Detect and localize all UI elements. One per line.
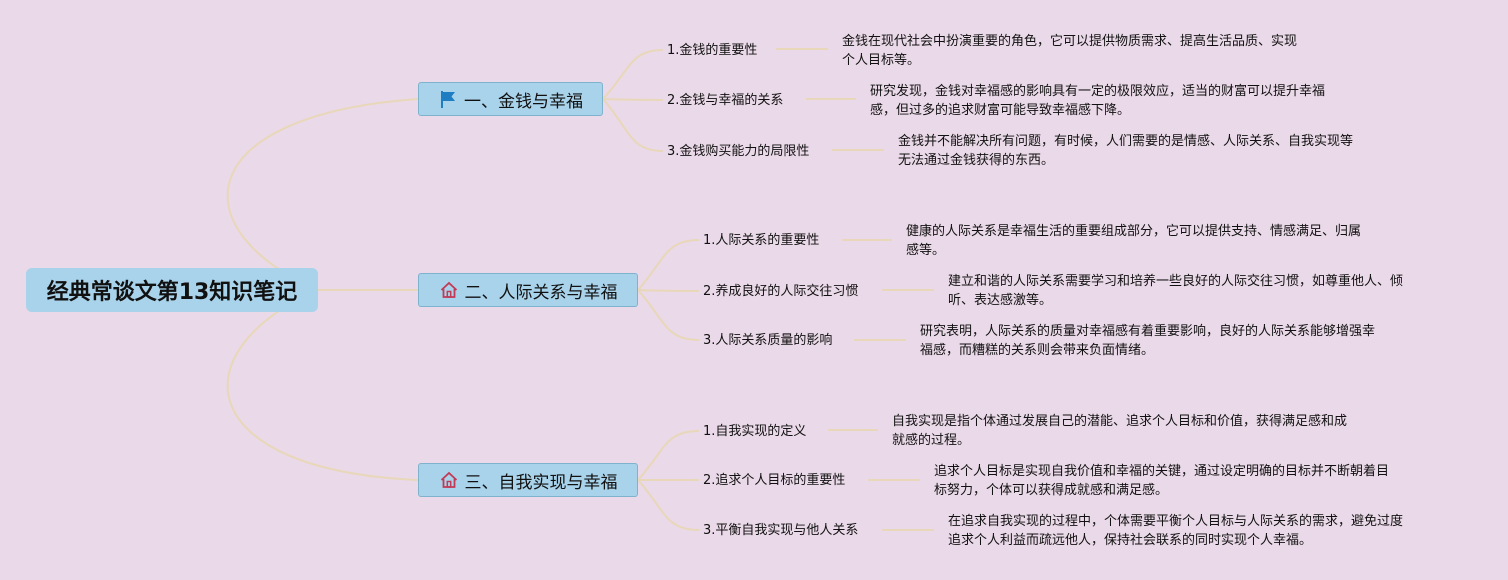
subtopic-personal-goals[interactable]: 2.追求个人目标的重要性 xyxy=(703,473,846,488)
subtopic-relationship-importance[interactable]: 1.人际关系的重要性 xyxy=(703,233,820,248)
connector-line xyxy=(637,289,700,341)
connector-line xyxy=(637,239,700,291)
subtopic-good-habits[interactable]: 2.养成良好的人际交往习惯 xyxy=(703,284,859,299)
topic-label: 二、人际关系与幸福 xyxy=(464,282,618,303)
connector-line xyxy=(602,49,664,100)
flag-icon xyxy=(438,89,458,109)
detail-self-definition: 自我实现是指个体通过发展自己的潜能、追求个人目标和价值，获得满足感和成 就感的过… xyxy=(892,414,1348,448)
connector-line xyxy=(226,98,419,291)
root-topic[interactable]: 经典常谈文第13知识笔记 xyxy=(26,268,318,312)
subtopic-money-importance[interactable]: 1.金钱的重要性 xyxy=(667,43,758,58)
subtopic-money-relation[interactable]: 2.金钱与幸福的关系 xyxy=(667,93,784,108)
home-icon xyxy=(439,470,459,490)
detail-balance-relations: 在追求自我实现的过程中，个体需要平衡个人目标与人际关系的需求，避免过度 追求个人… xyxy=(948,514,1404,548)
detail-money-importance: 金钱在现代社会中扮演重要的角色，它可以提供物质需求、提高生活品质、实现 个人目标… xyxy=(842,34,1298,68)
topic-label: 三、自我实现与幸福 xyxy=(464,472,618,493)
connector-line xyxy=(637,479,700,531)
topic-relationships-happiness[interactable]: 二、人际关系与幸福 xyxy=(418,273,638,307)
subtopic-balance-relations[interactable]: 3.平衡自我实现与他人关系 xyxy=(703,523,859,538)
connector-line xyxy=(637,289,700,292)
connector-line xyxy=(226,289,419,481)
subtopic-money-limits[interactable]: 3.金钱购买能力的局限性 xyxy=(667,144,810,159)
detail-personal-goals: 追求个人目标是实现自我价值和幸福的关键，通过设定明确的目标并不断朝着目 标努力，… xyxy=(934,464,1390,498)
subtopic-relationship-quality[interactable]: 3.人际关系质量的影响 xyxy=(703,333,833,348)
connector-line xyxy=(602,98,664,152)
detail-good-habits: 建立和谐的人际关系需要学习和培养一些良好的人际交往习惯，如尊重他人、倾 听、表达… xyxy=(948,274,1404,308)
detail-relationship-importance: 健康的人际关系是幸福生活的重要组成部分，它可以提供支持、情感满足、归属 感等。 xyxy=(906,224,1362,258)
subtopic-self-definition[interactable]: 1.自我实现的定义 xyxy=(703,424,807,439)
detail-relationship-quality: 研究表明，人际关系的质量对幸福感有着重要影响，良好的人际关系能够增强幸 福感，而… xyxy=(920,324,1376,358)
detail-money-relation: 研究发现，金钱对幸福感的影响具有一定的极限效应，适当的财富可以提升幸福 感，但过… xyxy=(870,84,1326,118)
detail-money-limits: 金钱并不能解决所有问题，有时候，人们需要的是情感、人际关系、自我实现等 无法通过… xyxy=(898,134,1354,168)
home-icon xyxy=(439,280,459,300)
topic-self-actualization-happiness[interactable]: 三、自我实现与幸福 xyxy=(418,463,638,497)
topic-label: 一、金钱与幸福 xyxy=(464,91,583,112)
connector-line xyxy=(637,430,700,481)
connector-line xyxy=(602,98,664,101)
topic-money-happiness[interactable]: 一、金钱与幸福 xyxy=(418,82,603,116)
